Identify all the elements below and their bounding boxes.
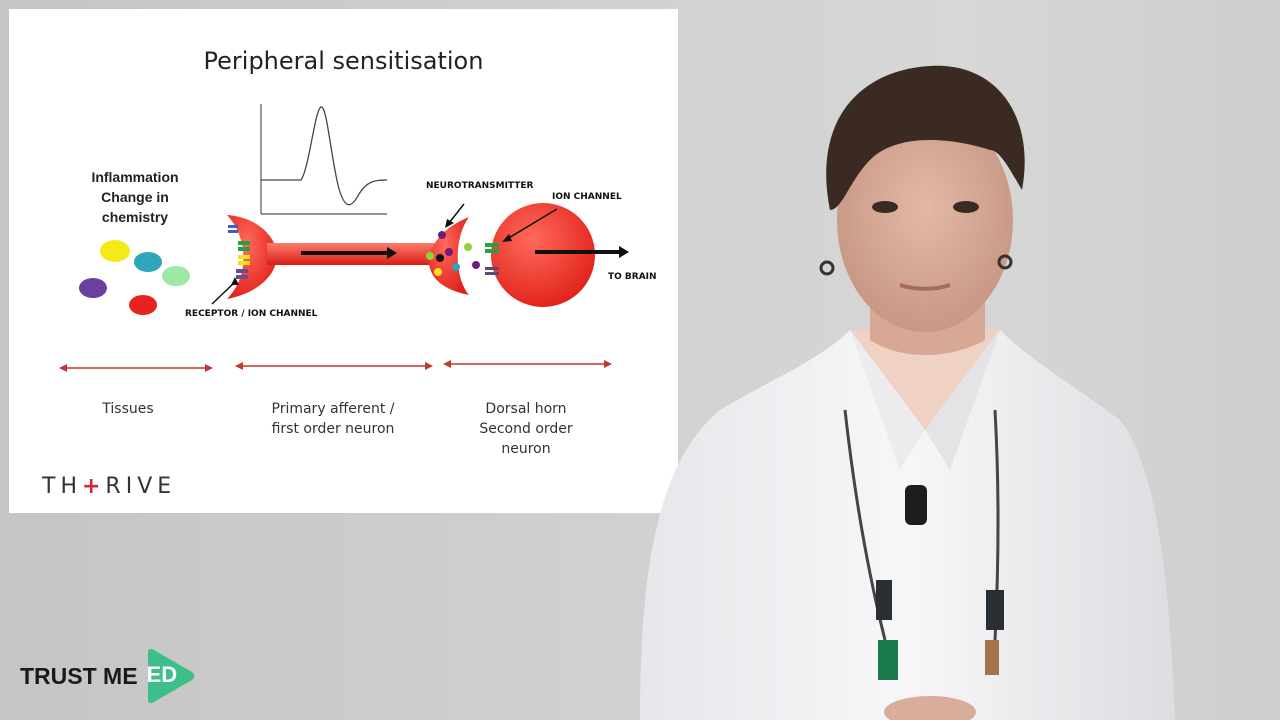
ed-badge-shape: [147, 648, 194, 704]
primary-afferent-neuron: [211, 215, 439, 305]
inflammation-label: Inflammation Change in chemistry: [75, 167, 195, 227]
to-brain-label: TO BRAIN: [608, 272, 657, 282]
inflammation-line-3: chemistry: [101, 209, 169, 225]
ed-badge-text: ED: [146, 662, 178, 687]
thrive-logo-right: RIVE: [105, 474, 177, 499]
thrive-logo-plus: +: [81, 474, 106, 499]
inflammation-line-1: Inflammation: [91, 169, 179, 185]
inflammation-molecules: [79, 240, 190, 315]
dorsal-line-3: neuron: [501, 441, 551, 457]
region-arrows: [59, 360, 612, 372]
thrive-logo: TH+RIVE: [42, 474, 176, 499]
neuron-diagram: [59, 104, 629, 372]
slide-title: Peripheral sensitisation: [203, 47, 484, 75]
inflammation-line-2: Change in: [101, 189, 169, 205]
dorsal-horn-label: Dorsal horn Second order neuron: [464, 399, 588, 459]
tissues-text: Tissues: [102, 401, 154, 417]
primary-afferent-label: Primary afferent / first order neuron: [249, 399, 417, 439]
ion-channel-label: ION CHANNEL: [552, 192, 622, 202]
ed-badge: ED: [144, 648, 196, 704]
dorsal-line-2: Second order: [479, 421, 573, 437]
action-potential-graph: [260, 104, 388, 215]
primary-line-1: Primary afferent /: [271, 401, 395, 417]
presenter-video: [640, 65, 1175, 720]
trust-me-ed-logo: TRUST ME ED: [20, 648, 196, 704]
trust-me-text: TRUST ME: [20, 662, 138, 689]
dorsal-line-1: Dorsal horn: [485, 401, 567, 417]
thrive-logo-left: TH: [42, 474, 82, 499]
presentation-slide: Peripheral sensitisation: [9, 9, 678, 513]
tissues-label: Tissues: [73, 399, 183, 419]
second-order-neuron: [485, 203, 629, 307]
primary-line-2: first order neuron: [271, 421, 395, 437]
receptor-label: RECEPTOR / ION CHANNEL: [185, 309, 318, 319]
presynaptic-terminal: [426, 203, 480, 295]
neurotransmitter-label: NEUROTRANSMITTER: [426, 181, 534, 191]
